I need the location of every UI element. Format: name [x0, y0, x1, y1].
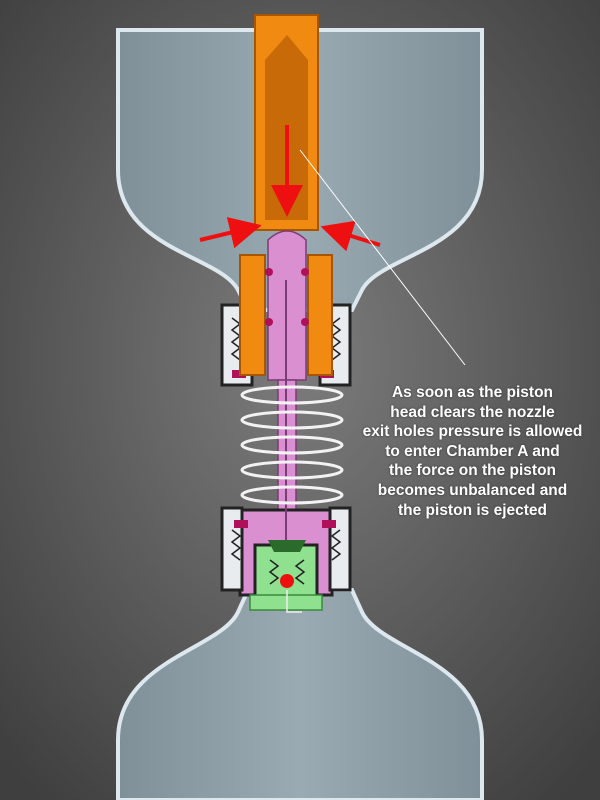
lower-coupling-nut [220, 506, 352, 592]
annotation-line: the piston is ejected [397, 501, 547, 519]
green-check-valve [249, 540, 323, 613]
left-arrow [199, 217, 262, 249]
lower-bottle [116, 588, 484, 800]
right-arrow [320, 220, 381, 252]
annotation-leader-line [299, 149, 466, 366]
annotation-line: As soon as the piston [391, 384, 554, 401]
pressure-arrows [199, 125, 381, 252]
ball-valve [280, 574, 294, 588]
spring [240, 385, 344, 505]
orange-nozzle [239, 14, 333, 376]
annotation-line: head clears the nozzle [390, 403, 555, 421]
annotation-line: to enter Chamber A and [385, 442, 560, 460]
annotation-text: As soon as the piston head clears the no… [345, 383, 600, 520]
annotation-line: becomes unbalanced and [377, 481, 568, 499]
annotation-line: the force on the piston [388, 462, 557, 480]
annotation-line: exit holes pressure is allowed [362, 423, 583, 441]
